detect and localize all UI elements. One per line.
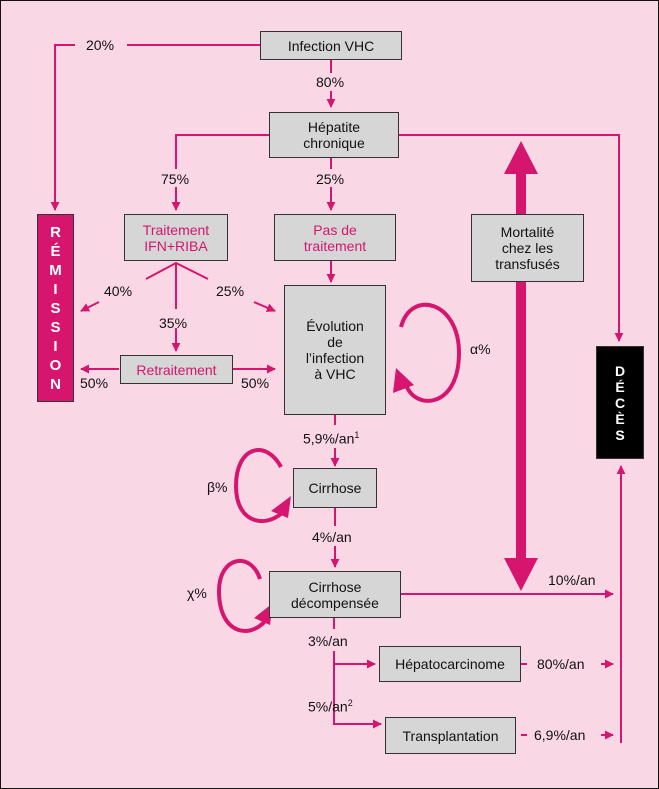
label-beta: β%	[207, 479, 228, 495]
node-infection-vhc: Infection VHC	[260, 31, 402, 60]
edge-hepatite-deces	[399, 134, 624, 342]
loop-chi	[216, 559, 271, 633]
label-transplant-deces: 6,9%/an	[534, 727, 586, 743]
node-label: chronique	[303, 135, 365, 151]
label-text: 5%/an	[308, 698, 348, 715]
node-cirrhose: Cirrhose	[293, 468, 377, 508]
node-label: Mortalité	[500, 224, 555, 240]
node-letter: É	[50, 242, 61, 260]
node-label: Pas de	[313, 221, 357, 238]
label-infection-hepatite: 80%	[316, 74, 345, 90]
label-traitement-retraitement: 35%	[159, 315, 188, 331]
edge-traitement-split	[145, 261, 209, 309]
loop-beta	[233, 448, 288, 524]
node-transplantation: Transplantation	[385, 717, 516, 754]
node-label: Cirrhose	[308, 578, 362, 595]
node-label: chez les	[501, 240, 554, 256]
node-mortalite-transfuses: Mortalité chez les transfusés	[471, 214, 584, 282]
label-chi: χ%	[187, 585, 207, 601]
node-label: l’infection	[305, 350, 365, 366]
node-letter: O	[49, 356, 62, 374]
node-evolution-infection: Évolution de l’infection à VHC	[284, 285, 386, 415]
node-letter: S	[50, 299, 61, 317]
label-alpha: α%	[470, 341, 491, 357]
node-letter: I	[53, 280, 58, 298]
node-letter: N	[50, 375, 61, 393]
node-label: Traitement	[142, 221, 210, 238]
edge-hepatite-traitement	[176, 134, 269, 210]
node-hepatite-chronique: Hépatite chronique	[269, 112, 399, 158]
node-label: Hépatocarcinome	[395, 656, 505, 672]
node-letter: È	[615, 410, 625, 427]
label-hepatite-pas: 25%	[316, 171, 345, 187]
node-traitement-ifn-riba: Traitement IFN+RIBA	[124, 214, 228, 261]
label-retraitement-evolution: 50%	[241, 375, 270, 391]
node-hepatocarcinome: Hépatocarcinome	[379, 646, 521, 682]
node-label: Cirrhose	[308, 480, 362, 496]
label-cirrhose-dec: 4%/an	[312, 529, 352, 545]
node-letter: S	[50, 318, 61, 336]
node-letter: I	[53, 337, 58, 355]
edge-traitement-remission	[80, 301, 100, 312]
node-label: traitement	[303, 237, 367, 254]
label-traitement-remission: 40%	[104, 283, 133, 299]
node-retraitement: Retraitement	[120, 355, 233, 384]
node-letter: C	[614, 394, 626, 411]
label-dec-hcc: 3%/an	[308, 633, 348, 649]
label-text: 5,9%/an	[303, 430, 355, 447]
label-hcc-deces: 80%/an	[537, 656, 585, 672]
node-remission: R É M I S S I O N	[37, 214, 74, 402]
label-dec-deces: 10%/an	[548, 572, 596, 588]
node-pas-de-traitement: Pas de traitement	[274, 214, 396, 261]
node-letter: D	[614, 362, 626, 379]
label-hepatite-traitement: 75%	[161, 171, 190, 187]
edge-infection-remission	[55, 44, 260, 210]
label-traitement-evolution: 25%	[216, 283, 245, 299]
node-letter: S	[615, 426, 625, 443]
label-infection-remission: 20%	[86, 37, 115, 53]
mortalite-double-arrow	[504, 141, 538, 591]
loop-alpha-arrowhead	[393, 368, 414, 393]
node-label: Infection VHC	[287, 37, 375, 54]
node-label: de	[327, 334, 343, 350]
node-cirrhose-decompensee: Cirrhose décompensée	[269, 571, 401, 618]
label-evolution-cirrhose: 5,9%/an1	[303, 430, 359, 447]
node-label: Retraitement	[136, 361, 217, 378]
node-letter: R	[50, 223, 61, 241]
node-label: Transplantation	[402, 727, 499, 744]
label-dec-transplant: 5%/an2	[308, 698, 353, 715]
node-label: décompensée	[291, 594, 379, 611]
node-label: transfusés	[495, 256, 560, 272]
footnote-marker: 2	[347, 698, 353, 708]
loop-alpha	[399, 302, 462, 403]
loop-beta-arrowhead	[271, 496, 291, 518]
node-label: à VHC	[314, 366, 356, 382]
node-letter: É	[615, 378, 625, 395]
footnote-marker: 1	[354, 430, 360, 440]
node-letter: M	[49, 261, 62, 279]
edge-traitement-evolution	[253, 301, 276, 312]
node-label: Hépatite	[307, 119, 361, 135]
node-label: Évolution	[306, 318, 364, 334]
loop-chi-arrowhead	[254, 603, 273, 625]
node-label: IFN+RIBA	[144, 237, 208, 254]
node-deces: D É C È S	[596, 346, 644, 459]
label-retraitement-remission: 50%	[80, 375, 109, 391]
